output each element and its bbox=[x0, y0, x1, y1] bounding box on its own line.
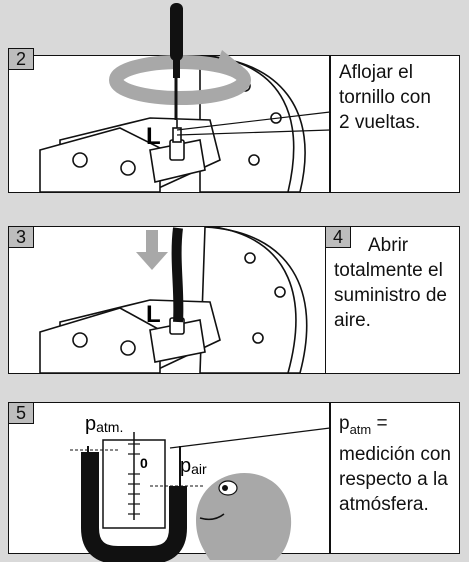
label-l-step-2: L bbox=[146, 123, 161, 150]
hose-icon bbox=[171, 227, 184, 323]
note-step-2-line-1: Aflojar el bbox=[339, 62, 413, 83]
observer-face-icon bbox=[196, 473, 292, 560]
gauge-label-pair: pair bbox=[180, 455, 207, 477]
screwdriver-icon bbox=[170, 3, 183, 120]
note-p-subscript: atm bbox=[349, 421, 372, 437]
note-p-symbol: p bbox=[339, 413, 350, 434]
note-equals: = bbox=[371, 413, 388, 434]
u-tube-manometer-icon bbox=[70, 432, 205, 562]
note-step-5: patm = medición con respecto a la atmósf… bbox=[330, 402, 460, 554]
note-step-5-line-2: medición con bbox=[339, 443, 451, 465]
note-step-4-line-3: suministro de bbox=[334, 285, 447, 306]
gauge-zero-mark: 0 bbox=[140, 455, 148, 471]
label-l-step-3: L bbox=[146, 301, 161, 328]
flange-assembly-step-2 bbox=[39, 56, 306, 192]
step-number-badge-4: 4 bbox=[325, 226, 351, 248]
step-number-badge-5: 5 bbox=[8, 402, 34, 424]
note-step-2-line-2: tornillo con bbox=[339, 87, 431, 108]
note-step-5-line-3: respecto a la bbox=[339, 468, 448, 490]
note-step-4-line-2: totalmente el bbox=[334, 260, 443, 281]
note-step-4-line-4: aire. bbox=[334, 310, 371, 331]
down-arrow-icon bbox=[136, 230, 168, 270]
gauge-label-patm: patm. bbox=[85, 413, 123, 435]
leader-line-step-2b bbox=[176, 129, 331, 136]
note-step-2-line-3: 2 vueltas. bbox=[339, 112, 421, 133]
flange-assembly-step-3 bbox=[39, 227, 308, 373]
note-step-4-line-1: Abrir bbox=[368, 235, 409, 256]
step-number-badge-2: 2 bbox=[8, 48, 34, 70]
note-step-2: Aflojar el tornillo con 2 vueltas. bbox=[330, 55, 460, 193]
note-step-5-line-1: patm = bbox=[339, 411, 451, 442]
note-step-4: Abrir totalmente el suministro de aire. bbox=[325, 226, 460, 374]
note-step-5-line-4: atmósfera. bbox=[339, 493, 429, 515]
step-number-badge-3: 3 bbox=[8, 226, 34, 248]
leader-line-step-5 bbox=[169, 427, 331, 449]
leader-line-step-2 bbox=[176, 111, 331, 131]
